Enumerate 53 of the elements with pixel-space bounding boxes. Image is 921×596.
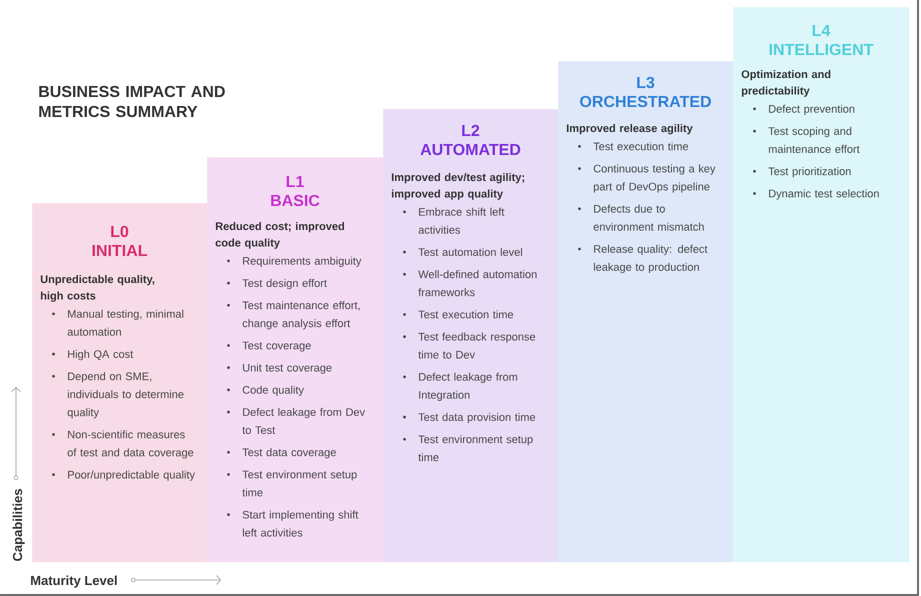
level-number: L3 (637, 76, 654, 88)
list-item: Test coverage (242, 342, 311, 352)
level-column (733, 7, 910, 562)
axis-label: Maturity Level (31, 576, 117, 588)
level-title: ORCHESTRATED (580, 96, 711, 108)
level-column (558, 61, 734, 562)
list-item: Test scoping and maintenance effort (768, 126, 860, 153)
list-item: Code quality (242, 386, 304, 396)
list-item: Test data provision time (418, 412, 536, 424)
list-item: Manual testing, minimal automation (68, 310, 184, 336)
column-subtitle: Improved release agility (566, 124, 693, 134)
level-number: L1 (286, 176, 304, 187)
list-item: Embrace shift left activities (418, 208, 504, 234)
column-subtitle: Optimization and predictability (742, 70, 830, 97)
list-item: Defect leakage from Dev to Test (242, 408, 366, 434)
column-subtitle: Unpredictable quality, high costs (40, 275, 154, 302)
list-item: Continuous testing a key part of DevOps pipeline (594, 164, 716, 193)
list-item: Requirements ambiguity (243, 256, 362, 267)
level-title: INITIAL (92, 244, 148, 256)
list-item: Poor/unpredictable quality (68, 470, 195, 481)
list-item: Test design effort (242, 278, 327, 290)
list-item: Test prioritization (768, 167, 851, 178)
list-item: Test environment setup time (418, 435, 533, 462)
list-item: Test feedback response time to Dev (418, 332, 536, 359)
list-item: Well-defined automation frameworks (418, 270, 536, 296)
column-subtitle: Reduced cost; improved code quality (216, 222, 344, 249)
level-title: BASIC (271, 194, 320, 206)
list-item: Defect leakage from Integration (419, 372, 518, 401)
list-item: High QA cost (68, 350, 134, 360)
list-item: Test execution time (593, 142, 688, 150)
list-item: Dynamic test selection (769, 189, 879, 200)
level-column (383, 109, 558, 562)
level-title: INTELLIGENT (770, 44, 874, 56)
list-item: Depend on SME, individuals to determine quality (68, 372, 184, 418)
list-item: Defects due to environment mismatch (594, 204, 704, 231)
list-item: Test environment setup time (242, 470, 357, 496)
level-column (207, 157, 384, 562)
list-item: Test data coverage (242, 448, 336, 458)
list-item: Start implementing shift left activities (242, 510, 358, 537)
title: BUSINESS IMPACT AND METRICS SUMMARY (39, 86, 225, 118)
column-subtitle: Improved dev/test agility; improved app quality (392, 173, 524, 200)
list-item: Defect prevention (769, 104, 854, 115)
list-item: Non-scientific measures of test and data coverage (68, 430, 194, 459)
level-title: AUTOMATED (420, 144, 520, 156)
level-number: L4 (812, 24, 830, 36)
list-item: Test execution time (418, 310, 514, 318)
list-item: Test maintenance effort, change analysis effort (242, 301, 360, 330)
level-number: L2 (462, 124, 480, 136)
level-column (32, 203, 208, 562)
list-item: Test automation level (418, 248, 522, 256)
list-item: Release quality: defect leakage to production (594, 244, 708, 274)
list-item: Unit test coverage (243, 364, 332, 374)
level-number: L0 (111, 226, 128, 238)
